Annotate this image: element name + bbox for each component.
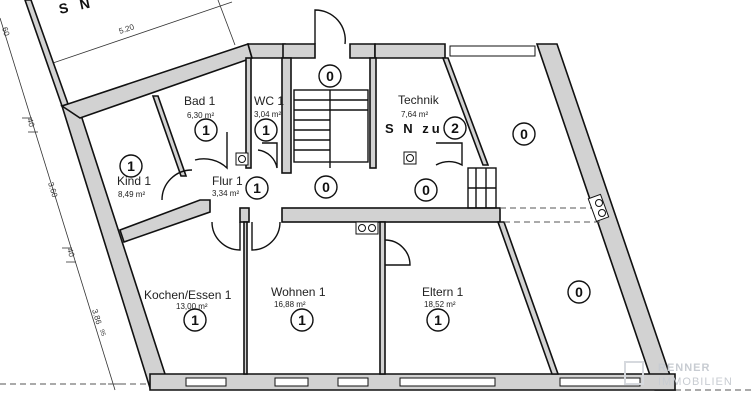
level-markers: 1 1 1 1 2 1 1 1 0 0 0 0 0 bbox=[119, 64, 591, 332]
marker-right-lower: 0 bbox=[567, 280, 591, 304]
marker-eltern: 1 bbox=[426, 308, 450, 332]
top-sn-label: S N bbox=[57, 0, 95, 17]
room-name-technik: Technik bbox=[398, 93, 440, 107]
room-area-wc: 3,04 m² bbox=[254, 110, 281, 119]
utility-fixtures bbox=[235, 151, 610, 235]
svg-text:2: 2 bbox=[451, 120, 459, 136]
svg-text:RENNER: RENNER bbox=[658, 362, 710, 374]
room-area-eltern: 18,52 m² bbox=[424, 300, 456, 309]
marker-corridor: 0 bbox=[414, 178, 438, 202]
marker-stair-hall: 0 bbox=[314, 175, 338, 199]
room-name-flur: Flur 1 bbox=[212, 174, 243, 188]
svg-text:1: 1 bbox=[202, 122, 210, 138]
room-area-kochen-essen: 13,00 m² bbox=[176, 302, 208, 311]
room-area-bad: 6,30 m² bbox=[187, 111, 214, 120]
dim-top-label: 5.20 bbox=[118, 22, 136, 36]
svg-text:1: 1 bbox=[434, 312, 442, 328]
marker-technik: 2 bbox=[443, 116, 467, 140]
technik-sn-note: S N zu bbox=[385, 121, 443, 136]
marker-kind: 1 bbox=[119, 154, 143, 178]
marker-wohnen: 1 bbox=[290, 308, 314, 332]
svg-text:0: 0 bbox=[575, 284, 583, 300]
marker-flur: 1 bbox=[245, 176, 269, 200]
svg-text:0: 0 bbox=[326, 68, 334, 84]
svg-text:IMMOBILIEN: IMMOBILIEN bbox=[658, 376, 733, 388]
marker-stair-top: 0 bbox=[318, 64, 342, 88]
dim-left-top-label: 60 bbox=[0, 26, 11, 38]
dim-left-label-386: 3.86 bbox=[90, 308, 103, 326]
svg-text:1: 1 bbox=[298, 312, 306, 328]
room-name-eltern: Eltern 1 bbox=[422, 285, 464, 299]
room-area-wohnen: 16,88 m² bbox=[274, 300, 306, 309]
svg-text:1: 1 bbox=[253, 180, 261, 196]
doors bbox=[161, 9, 463, 266]
marker-right-upper: 0 bbox=[512, 122, 536, 146]
dim-left-label-360: 3.60 bbox=[46, 181, 59, 199]
marker-bad: 1 bbox=[194, 118, 218, 142]
room-name-wohnen: Wohnen 1 bbox=[271, 285, 326, 299]
dim-left-label-386-sup: 95 bbox=[98, 329, 106, 338]
room-area-kind: 8,49 m² bbox=[118, 190, 145, 199]
svg-text:1: 1 bbox=[191, 312, 199, 328]
svg-text:0: 0 bbox=[422, 182, 430, 198]
dim-left-label-40a: 40 bbox=[25, 117, 36, 129]
svg-text:1: 1 bbox=[127, 158, 135, 174]
room-name-kochen-essen: Kochen/Essen 1 bbox=[144, 288, 232, 302]
room-name-bad: Bad 1 bbox=[184, 94, 216, 108]
room-area-technik: 7,64 m² bbox=[401, 110, 428, 119]
renner-immobilien-watermark-logo: RENNER IMMOBILIEN bbox=[624, 361, 733, 388]
room-area-flur: 3,34 m² bbox=[212, 189, 239, 198]
svg-text:0: 0 bbox=[322, 179, 330, 195]
dimension-lines bbox=[0, 0, 753, 391]
svg-text:1: 1 bbox=[262, 122, 270, 138]
stairs bbox=[293, 89, 600, 223]
windows bbox=[185, 45, 641, 387]
svg-text:0: 0 bbox=[520, 126, 528, 142]
room-name-wc: WC 1 bbox=[254, 94, 284, 108]
marker-wc: 1 bbox=[254, 118, 278, 142]
marker-kochen-essen: 1 bbox=[183, 308, 207, 332]
room-name-kind: Kind 1 bbox=[117, 174, 151, 188]
dim-left-label-40b: 40 bbox=[65, 247, 76, 259]
